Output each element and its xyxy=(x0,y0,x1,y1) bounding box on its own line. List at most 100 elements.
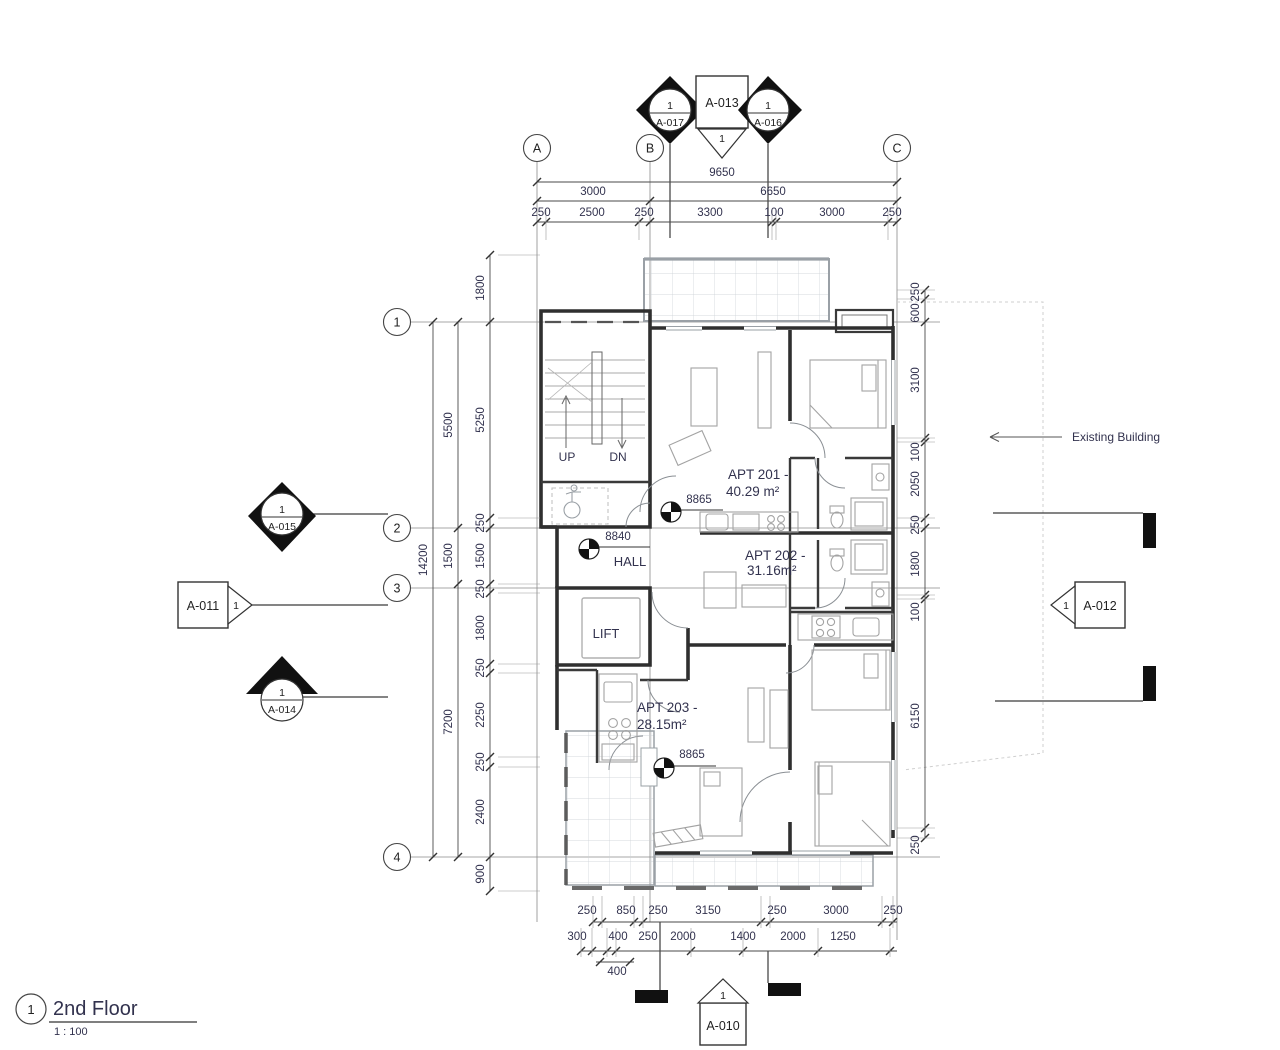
section-marker-a016: 1 A-016 xyxy=(738,76,802,144)
balcony-left xyxy=(565,730,655,886)
dim-line xyxy=(645,217,655,227)
dim-line xyxy=(892,177,902,187)
level-value: 8840 xyxy=(605,531,631,543)
dim-line xyxy=(485,523,495,533)
door-arcs xyxy=(608,422,846,823)
grid-bubble-C xyxy=(882,133,912,163)
grid-label-3: 3 xyxy=(394,582,401,596)
spot-level-icon xyxy=(653,757,675,779)
room-label-hall: HALL xyxy=(614,554,647,569)
dim-label: 2000 xyxy=(670,931,696,943)
dim-line xyxy=(485,250,495,260)
dim-label: 1800 xyxy=(475,615,487,641)
marker-sheet-number: A-013 xyxy=(705,96,738,110)
grid-label-C: C xyxy=(892,142,901,156)
dim-line xyxy=(485,579,495,589)
room-area-apt202: 31.16m² xyxy=(747,563,797,578)
dim-label: 2400 xyxy=(475,799,487,825)
dim-label: 3000 xyxy=(580,186,606,198)
dim-label: 2500 xyxy=(579,207,605,219)
dim-line xyxy=(532,196,542,206)
door-apt203-entry xyxy=(647,679,681,713)
view-title-block: 1 2nd Floor 1 : 100 xyxy=(15,993,197,1038)
spot-level-icon xyxy=(660,501,682,523)
grid-bubble-A xyxy=(522,133,552,163)
dim-label: 3100 xyxy=(910,367,922,393)
dim-label: 250 xyxy=(475,579,487,598)
dim-label: 1500 xyxy=(443,543,455,569)
room-label-lift: LIFT xyxy=(593,626,620,641)
balconies xyxy=(564,257,895,890)
dim-label: 250 xyxy=(475,658,487,677)
grid-bubble-B xyxy=(635,133,665,163)
room-label-apt202: APT 202 - xyxy=(745,548,806,563)
dim-line xyxy=(485,317,495,327)
furniture xyxy=(652,351,891,848)
grid-label-2: 2 xyxy=(394,522,401,536)
walls-partition xyxy=(541,456,893,763)
dim-line xyxy=(892,217,902,227)
dim-label: 5250 xyxy=(475,407,487,433)
door-bedroom2 xyxy=(739,771,791,823)
balcony-bottom xyxy=(654,854,874,887)
level-value: 8865 xyxy=(686,494,712,506)
dim-label: 3000 xyxy=(819,207,845,219)
marker-sheet-number: A-012 xyxy=(1083,599,1116,613)
dim-line xyxy=(532,177,542,187)
dim-label: 100 xyxy=(764,207,783,219)
view-scale: 1 : 100 xyxy=(54,1026,88,1038)
stairs xyxy=(545,351,645,450)
marker-sheet-number: A-010 xyxy=(706,1019,739,1033)
grid-bubble-1 xyxy=(382,307,412,337)
marker-sheet-number: A-011 xyxy=(187,599,219,613)
dim-label: 100 xyxy=(910,602,922,621)
dimension-lines xyxy=(432,181,926,963)
dim-label: 250 xyxy=(910,282,922,301)
door-bedroom-201 xyxy=(789,422,826,459)
level-value: 8865 xyxy=(679,749,705,761)
dim-line xyxy=(453,317,463,327)
room-label-apt203: APT 203 - xyxy=(637,700,698,715)
stair-label-up: UP xyxy=(559,450,576,464)
dim-line xyxy=(485,668,495,678)
dim-line xyxy=(453,579,463,589)
marker-detail-number: 1 xyxy=(765,100,771,112)
grid-label-1: 1 xyxy=(394,316,401,330)
stair-label-dn: DN xyxy=(609,450,626,464)
dim-label: 1250 xyxy=(830,931,856,943)
dim-label: 1400 xyxy=(730,931,756,943)
dim-line xyxy=(453,523,463,533)
dim-label: 100 xyxy=(910,442,922,461)
dim-label: 14200 xyxy=(418,544,430,576)
dim-label: 2250 xyxy=(475,702,487,728)
callout-marker-a013: A-013 1 xyxy=(695,75,749,159)
view-title: 2nd Floor xyxy=(53,998,138,1020)
dim-label: 250 xyxy=(910,835,922,854)
section-marker-a017: 1 A-017 xyxy=(636,76,704,144)
marker-sheet-number: A-016 xyxy=(754,117,782,129)
dim-label: 300 xyxy=(567,931,586,943)
dim-label: 5500 xyxy=(443,412,455,438)
dim-label: 250 xyxy=(883,905,902,917)
callout-marker-a010: A-010 1 xyxy=(696,978,750,1046)
dim-label: 2000 xyxy=(780,931,806,943)
dim-label: 250 xyxy=(475,513,487,532)
dim-line xyxy=(428,852,438,862)
dim-label: 1800 xyxy=(910,551,922,577)
grid-bubble-2 xyxy=(382,513,412,543)
dim-label: 250 xyxy=(638,931,657,943)
existing-building-outline xyxy=(897,301,1156,771)
grid-label-B: B xyxy=(646,142,654,156)
existing-building-label: Existing Building xyxy=(1072,430,1160,444)
door-wc xyxy=(625,502,651,528)
marker-detail-number: 1 xyxy=(667,100,673,112)
marker-sheet-number: A-014 xyxy=(268,704,296,716)
wheelchair-icon xyxy=(563,501,581,519)
dim-line xyxy=(453,852,463,862)
grid-bubble-3 xyxy=(382,573,412,603)
dim-label: 900 xyxy=(475,864,487,883)
grid-label-4: 4 xyxy=(394,851,401,865)
dim-label: 600 xyxy=(910,303,922,322)
grid-bubble-4 xyxy=(382,842,412,872)
section-marker-a015: 1 A-015 xyxy=(248,482,316,552)
